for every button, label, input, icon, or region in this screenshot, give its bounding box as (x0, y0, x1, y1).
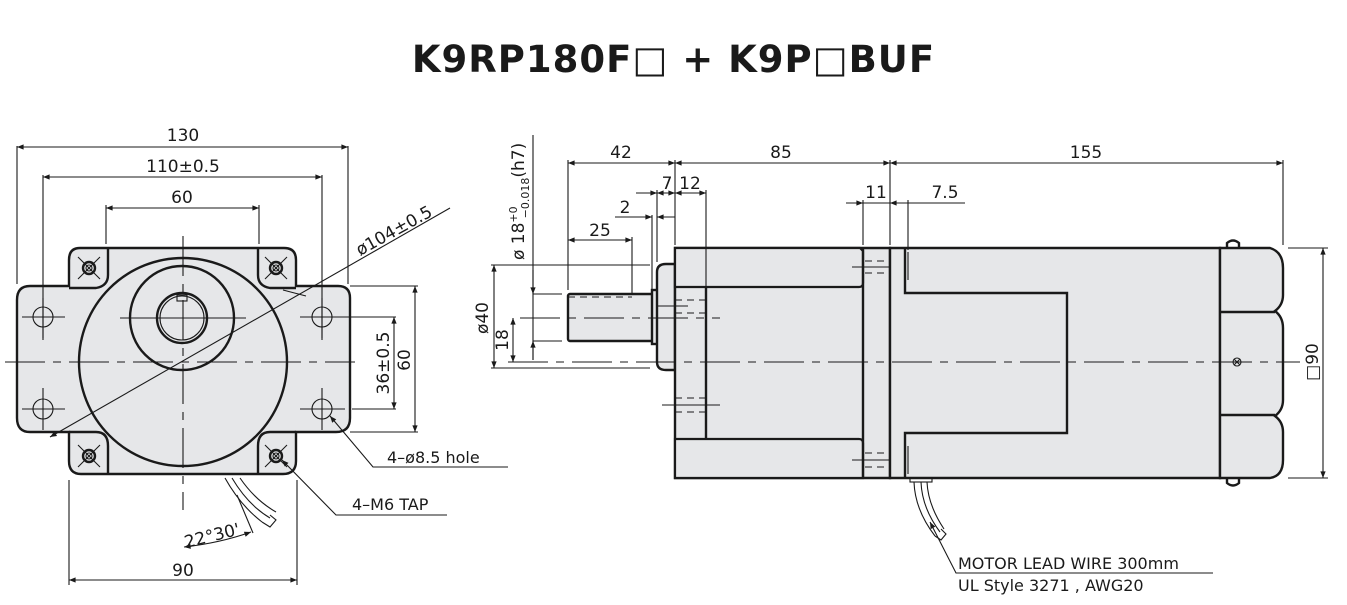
motor-body (888, 246, 1222, 480)
dim-boss-diameter: ø40 (473, 302, 493, 334)
dim-step-12: 12 (679, 174, 701, 194)
tap-hole (264, 256, 288, 280)
drawing-title: K9RP180F□ + K9P□BUF (411, 38, 936, 81)
callout-taps: 4–M6 TAP (352, 495, 429, 514)
dim-flange-11: 11 (865, 183, 887, 203)
tap-hole (77, 444, 101, 468)
callout-lead-wire-spec: UL Style 3271 , AWG20 (958, 576, 1144, 595)
front-view: 130 110±0.5 60 ø104±0.5 36±0.5 60 4–ø8.5… (5, 126, 508, 585)
callout-holes: 4–ø8.5 hole (387, 448, 480, 467)
dim-step-2: 2 (620, 198, 631, 218)
dim-gearhead-length: 85 (770, 143, 792, 163)
dim-shaft-diameter: ø 18+0−0.018(h7) (507, 143, 532, 260)
mount-hole (300, 388, 345, 430)
mount-hole (22, 388, 65, 430)
dim-flange-height: 60 (395, 349, 415, 371)
dim-shaft-total: 42 (610, 143, 632, 163)
dim-tap-pitch: 60 (171, 188, 193, 208)
dim-motor-length: 155 (1070, 143, 1102, 163)
dim-step-7: 7 (662, 174, 673, 194)
motor-rear-cap (1218, 246, 1285, 480)
motor-lead-wire (909, 477, 947, 541)
gearhead-boss (655, 262, 677, 372)
dim-center-height: 18 (493, 329, 513, 351)
callout-lead-wire-length: MOTOR LEAD WIRE 300mm (958, 554, 1179, 573)
dim-overall-width: 130 (167, 126, 199, 146)
dim-flange-7-5: 7.5 (931, 183, 958, 203)
side-view: MOTOR LEAD WIRE 300mm UL Style 3271 , AW… (473, 135, 1328, 595)
lead-wire (224, 477, 277, 528)
dim-hole-pitch: 110±0.5 (146, 157, 220, 177)
dim-pilot-diameter: ø104±0.5 (353, 202, 436, 260)
dim-wire-angle: 22°30' (182, 520, 242, 553)
dim-key-length: 25 (589, 221, 611, 241)
dim-square-size: □90 (1303, 343, 1323, 381)
dim-hole-vertical-pitch: 36±0.5 (374, 332, 394, 395)
tap-hole (77, 256, 101, 280)
dim-base-width: 90 (172, 561, 194, 581)
